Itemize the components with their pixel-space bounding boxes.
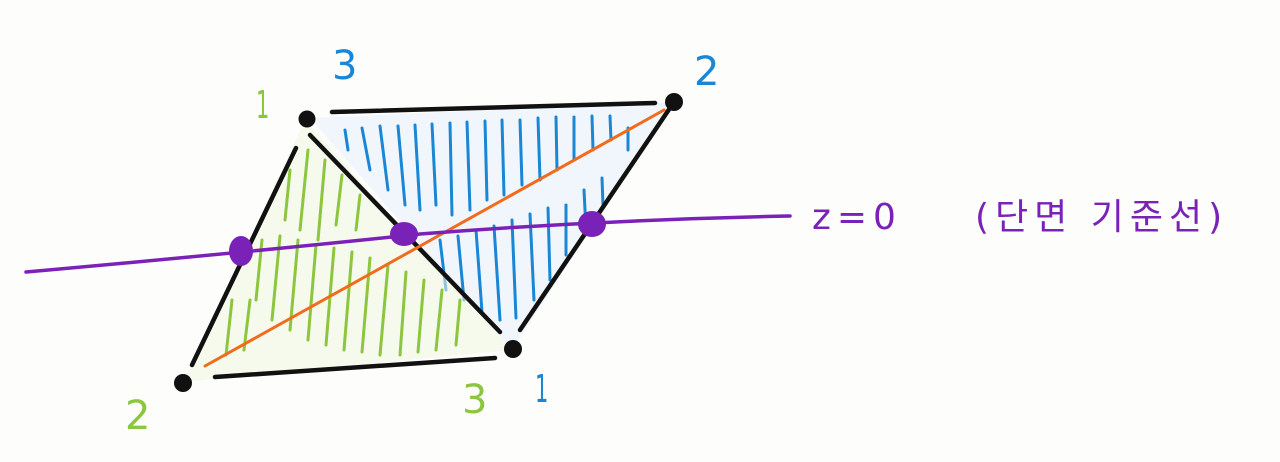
upper-vertex-label-1: 1 (535, 367, 549, 411)
lower-vertex-label-1: 1 (256, 83, 270, 127)
orange-line (203, 108, 666, 368)
vertex-top-right (665, 93, 683, 111)
intersection-point-right (578, 211, 606, 237)
upper-vertex-label-3: 3 (332, 43, 358, 89)
lower-vertex-label-3: 3 (462, 377, 488, 423)
lower-triangle-hatching (224, 148, 462, 357)
intersection-point-center (390, 222, 418, 246)
lower-triangle-fill (184, 120, 512, 382)
upper-vertex-label-2: 2 (694, 49, 720, 95)
edge-top (329, 100, 658, 115)
vertex-top-left (298, 110, 316, 128)
section-line-equation: z=0 (812, 197, 902, 238)
intersection-point-left (229, 236, 253, 266)
vertex-bottom-right (504, 340, 522, 358)
intersection-points (229, 211, 606, 266)
vertices (174, 93, 683, 392)
section-line-note: (단면 기준선) (975, 197, 1229, 238)
upper-triangle-hatching (343, 114, 630, 322)
vertex-bottom-left (174, 374, 192, 392)
edge-bottom (212, 355, 498, 380)
section-line (24, 214, 792, 274)
lower-vertex-label-2: 2 (125, 393, 151, 439)
